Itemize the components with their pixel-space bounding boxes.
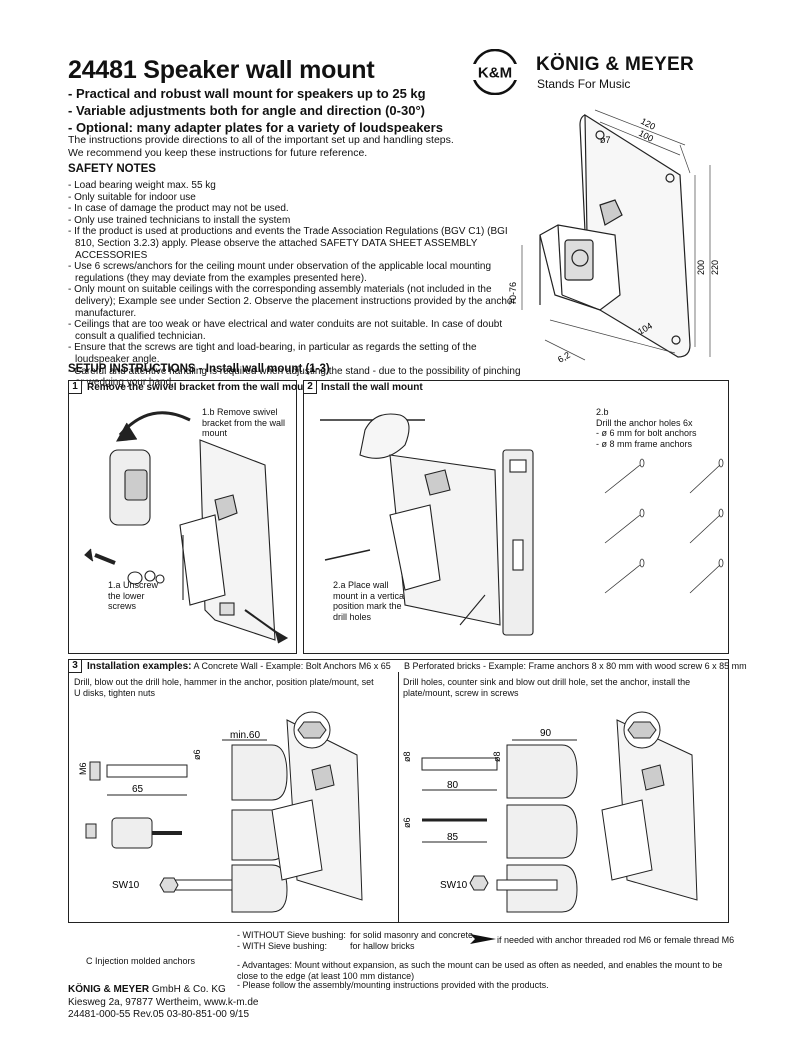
safety-item: - Use 6 screws/anchors for the ceiling m… — [68, 261, 492, 284]
step3-title: Installation examples: — [87, 661, 192, 672]
follow-note: - Please follow the assembly/mounting in… — [237, 980, 549, 990]
svg-text:SW10: SW10 — [440, 880, 468, 891]
svg-text:85: 85 — [447, 832, 459, 843]
km-logo-icon: K&M — [463, 49, 527, 95]
svg-text:90: 90 — [540, 728, 552, 739]
feature-item: - Variable adjustments both for angle an… — [68, 103, 425, 118]
step1-label-b: 1.b Remove swivel bracket from the wall … — [202, 407, 286, 438]
step3-desc-b: Drill holes, counter sink and blow out d… — [403, 677, 691, 698]
step1-title: Remove the swivel bracket from the wall … — [87, 382, 313, 393]
footer-docno: 24481-000-55 Rev.05 03-80-851-00 9/15 — [68, 1009, 250, 1020]
setup-heading: SETUP INSTRUCTIONS - Install wall mount … — [68, 363, 330, 375]
svg-text:ø6: ø6 — [192, 749, 202, 760]
svg-text:M6: M6 — [78, 762, 88, 775]
intro-text: The instructions provide directions to a… — [68, 134, 454, 159]
step2-number: 2 — [303, 380, 317, 394]
safety-list: - Load bearing weight max. 55 kg - Only … — [68, 180, 528, 389]
step2-illustration — [320, 413, 724, 636]
safety-item: - Only mount on suitable ceilings with t… — [68, 284, 516, 319]
feature-list: - Practical and robust wall mount for sp… — [68, 85, 443, 136]
svg-text:65: 65 — [132, 784, 144, 795]
step2-panel — [303, 380, 729, 654]
feature-item: - Optional: many adapter plates for a va… — [68, 120, 443, 135]
safety-item: - Load bearing weight max. 55 kg — [68, 180, 216, 191]
svg-text:ø8: ø8 — [402, 751, 412, 762]
step3-sub-a: A Concrete Wall - Example: Bolt Anchors … — [193, 661, 391, 671]
step3-header: Installation examples: A Concrete Wall -… — [87, 661, 391, 672]
step1-panel — [68, 380, 297, 654]
svg-text:ø6: ø6 — [402, 817, 412, 828]
footer-company: KÖNIG & MEYER — [68, 984, 150, 995]
svg-text:SW10: SW10 — [112, 880, 140, 891]
example-b-illustration: ø8 ø8 90 80 ø6 85 SW10 — [402, 711, 698, 913]
svg-text:ø7: ø7 — [600, 135, 611, 145]
product-dimension-drawing: 120 100 ø7 200 220 70-76 104 6,2 — [508, 109, 720, 365]
footer-address: Kiesweg 2a, 97877 Wertheim, www.k-m.de — [68, 996, 259, 1008]
advantages-note: - Advantages: Mount without expansion, a… — [237, 960, 723, 981]
safety-item: - In case of damage the product may not … — [68, 203, 289, 215]
safety-item: - Only suitable for indoor use — [68, 191, 196, 203]
step1-illustration — [84, 411, 289, 644]
step2-title: Install the wall mount — [321, 382, 423, 393]
safety-item: - Only use trained technicians to instal… — [68, 214, 291, 226]
step2-label-a: 2.a Place wall mount in a vertical posit… — [333, 580, 407, 622]
step3-sub-b: B Perforated bricks - Example: Frame anc… — [404, 661, 747, 671]
page-title: 24481 Speaker wall mount — [68, 56, 375, 84]
footer: KÖNIG & MEYER GmbH & Co. KG Kiesweg 2a, … — [68, 984, 259, 1020]
svg-text:80: 80 — [447, 780, 459, 791]
safety-heading: SAFETY NOTES — [68, 163, 156, 175]
safety-item: - If the product is used at productions … — [68, 226, 508, 261]
arrow-note: if needed with anchor threaded rod M6 or… — [497, 935, 735, 945]
safety-item: - Ensure that the screws are tight and l… — [68, 342, 477, 365]
safety-item: - Ceilings that are too weak or have ele… — [68, 319, 503, 342]
step2-label-b: 2.b Drill the anchor holes 6x - ø 6 mm f… — [596, 407, 697, 449]
brand-name: KÖNIG & MEYER — [536, 54, 695, 75]
svg-text:ø8: ø8 — [492, 751, 502, 762]
step1-number: 1 — [68, 380, 82, 394]
svg-text:70-76: 70-76 — [508, 282, 518, 305]
safety-item: - Careful and attentive handling is requ… — [68, 365, 521, 389]
step1-label-a: 1.a Unscrew the lower screws — [108, 580, 159, 611]
step3-number: 3 — [68, 659, 82, 673]
arrow-right-icon — [470, 934, 496, 944]
feature-item: - Practical and robust wall mount for sp… — [68, 86, 426, 101]
anchor-holes — [604, 458, 724, 594]
injection-anchors-label: C Injection molded anchors — [86, 956, 196, 966]
svg-text:min.60: min.60 — [230, 730, 260, 741]
example-a-illustration: M6 ø6 min.60 65 SW10 — [78, 711, 363, 913]
brand-tagline: Stands For Music — [537, 77, 631, 91]
svg-text:220: 220 — [710, 260, 720, 275]
step3-desc-a: Drill, blow out the drill hole, hammer i… — [74, 677, 374, 698]
svg-text:200: 200 — [696, 260, 706, 275]
svg-text:K&M: K&M — [478, 65, 512, 82]
step3-divider — [398, 672, 399, 923]
bushing-notes: - WITHOUT Sieve bushing:for solid masonr… — [237, 930, 474, 951]
